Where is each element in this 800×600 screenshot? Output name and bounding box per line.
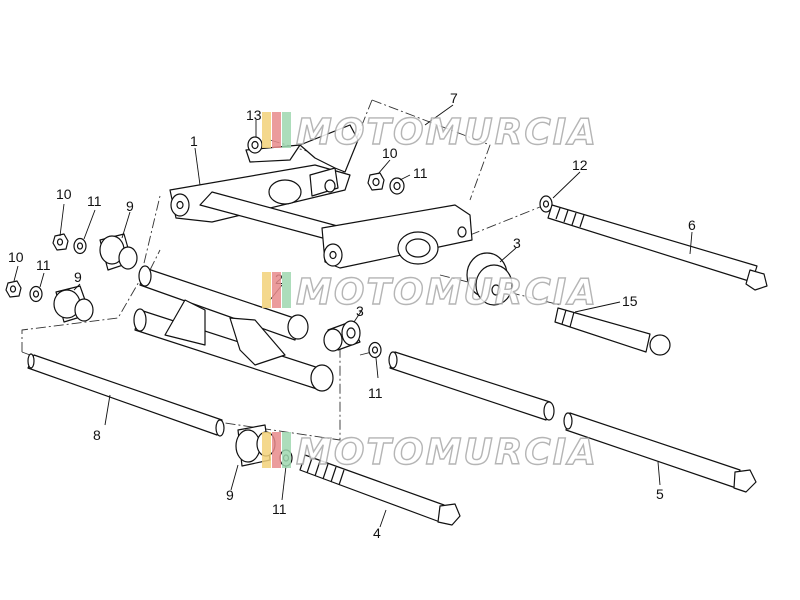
- washer-11-mid: [368, 341, 382, 359]
- bushing-3-small: [323, 320, 361, 352]
- callout-5: 5: [656, 486, 664, 502]
- callout-10-left-lower: 10: [8, 249, 24, 265]
- callout-1: 1: [190, 133, 198, 149]
- watermark-logos: MOTOMURCIA MOTOMURCIA MOTOMURCIA: [262, 111, 598, 474]
- callout-9-lower: 9: [74, 269, 82, 285]
- callout-8: 8: [93, 427, 101, 443]
- watermark-logo-bottom: MOTOMURCIA: [262, 431, 598, 474]
- washer-11-left-upper: [73, 237, 87, 255]
- callout-12: 12: [572, 157, 588, 173]
- bushing-3-large: [466, 252, 513, 306]
- washer-11-top: [389, 177, 405, 195]
- callout-6: 6: [688, 217, 696, 233]
- rod-5: [563, 412, 757, 493]
- nut-10-left-lower: [5, 280, 22, 298]
- callout-11-mid: 11: [368, 385, 383, 401]
- callout-15: 15: [622, 293, 638, 309]
- callout-3-small: 3: [356, 303, 364, 319]
- callout-9-upper: 9: [126, 198, 134, 214]
- nut-13: [247, 136, 263, 154]
- callout-10-left-upper: 10: [56, 186, 72, 202]
- callout-11-bottom: 11: [272, 501, 287, 517]
- callout-9-bottom: 9: [226, 487, 234, 503]
- watermark-logo-top: MOTOMURCIA: [262, 111, 598, 154]
- washer-12: [539, 195, 553, 213]
- watermark-text-middle: MOTOMURCIA: [296, 272, 598, 313]
- callout-10-top: 10: [382, 145, 398, 161]
- callout-11-left-lower: 11: [36, 257, 51, 273]
- watermark-text-bottom: MOTOMURCIA: [296, 432, 598, 473]
- callout-11-top: 11: [413, 165, 428, 181]
- tube-assembly: [133, 265, 334, 392]
- callout-4: 4: [373, 525, 381, 541]
- callout-13: 13: [246, 107, 262, 123]
- nut-10-top: [367, 172, 385, 191]
- bolt-4: [299, 454, 461, 526]
- bolt-15: [554, 307, 671, 356]
- leader-lines: [13, 104, 693, 528]
- bushing-9-left-lower: [53, 285, 94, 323]
- swingarm-frame: [169, 164, 473, 269]
- rod-middle: [388, 351, 555, 421]
- bolt-6: [547, 204, 768, 291]
- rod-8: [27, 353, 225, 437]
- bushing-9-left-upper: [99, 233, 138, 271]
- washer-11-left-lower: [29, 285, 43, 303]
- callout-7: 7: [450, 90, 458, 106]
- watermark-logo-middle: MOTOMURCIA: [262, 271, 598, 314]
- nut-10-left-upper: [52, 233, 69, 251]
- callout-3-large: 3: [513, 235, 521, 251]
- watermark-text-top: MOTOMURCIA: [296, 112, 598, 153]
- callout-11-left-upper: 11: [87, 193, 102, 209]
